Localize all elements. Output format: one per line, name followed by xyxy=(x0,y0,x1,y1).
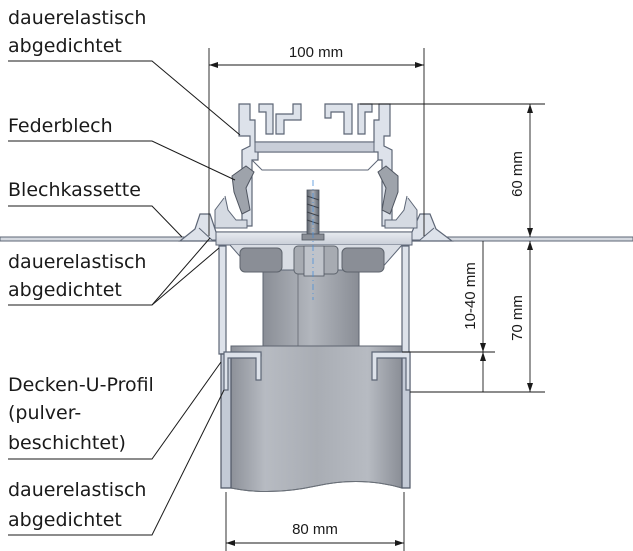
spring-sheet xyxy=(214,165,418,229)
dim-70mm-label: 70 mm xyxy=(509,295,526,341)
dimension-100mm: 100 mm xyxy=(208,44,425,236)
svg-text:abgedichtet: abgedichtet xyxy=(8,35,122,57)
label-dauerelastisch-middle: dauerelastisch abgedichtet xyxy=(8,237,220,306)
svg-text:abgedichtet: abgedichtet xyxy=(8,509,122,531)
svg-text:beschichtet): beschichtet) xyxy=(8,432,126,454)
label-federblech: Federblech xyxy=(8,115,236,181)
svg-text:Blechkassette: Blechkassette xyxy=(8,179,141,201)
dim-100mm-label: 100 mm xyxy=(289,44,343,61)
label-dauerelastisch-bottom: dauerelastisch abgedichtet xyxy=(8,389,225,536)
svg-text:dauerelastisch: dauerelastisch xyxy=(8,479,146,501)
dimension-70mm: 70 mm xyxy=(410,241,545,393)
ceiling-u-profile xyxy=(218,245,411,489)
bolt xyxy=(301,180,325,300)
svg-text:abgedichtet: abgedichtet xyxy=(8,279,122,301)
dimension-60mm: 60 mm xyxy=(360,103,545,237)
label-blechkassette: Blechkassette xyxy=(8,179,183,238)
support-post xyxy=(230,269,403,493)
svg-text:dauerelastisch: dauerelastisch xyxy=(8,251,146,273)
label-decken-u-profil: Decken-U-Profil (pulver- beschichtet) xyxy=(8,361,222,460)
dim-80mm-label: 80 mm xyxy=(292,521,338,538)
label-dauerelastisch-top: dauerelastisch abgedichtet xyxy=(8,7,241,136)
svg-text:Decken-U-Profil: Decken-U-Profil xyxy=(8,374,154,396)
dimension-80mm: 80 mm xyxy=(225,492,405,551)
svg-text:dauerelastisch: dauerelastisch xyxy=(8,7,146,29)
svg-text:(pulver-: (pulver- xyxy=(8,402,81,424)
dim-60mm-label: 60 mm xyxy=(509,151,526,197)
svg-text:Federblech: Federblech xyxy=(8,115,113,137)
dim-10-40mm-label: 10-40 mm xyxy=(462,262,479,330)
dimension-10-40mm: 10-40 mm xyxy=(402,241,495,392)
